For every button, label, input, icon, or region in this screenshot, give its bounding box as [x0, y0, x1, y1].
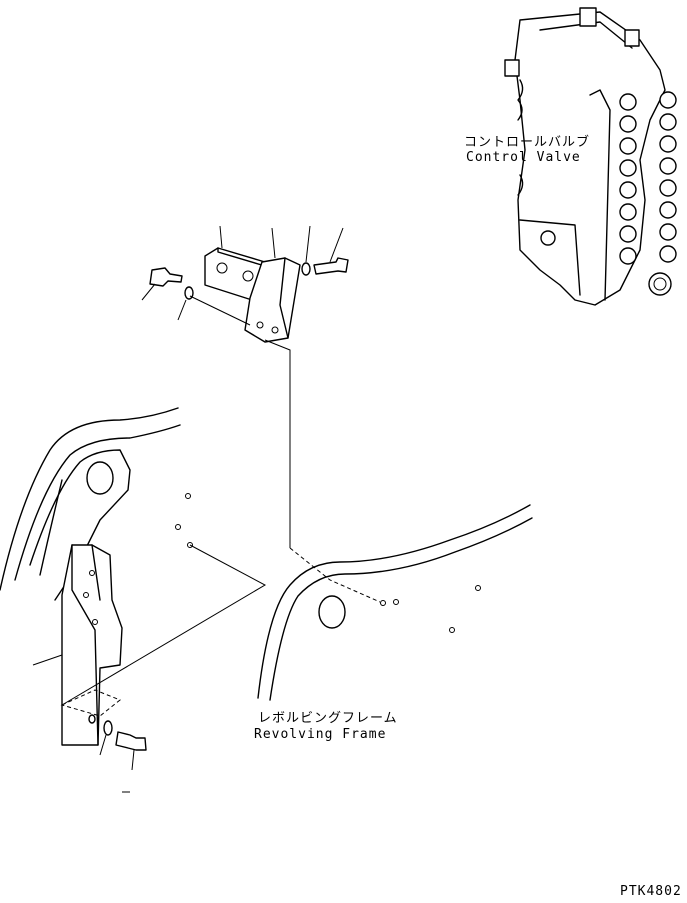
- drawing-code: PTK4802: [620, 884, 682, 899]
- left-frame-piece: [0, 407, 193, 601]
- control-valve-label-jp: コントロールバルブ: [464, 135, 591, 150]
- control-valve-label-en: Control Valve: [466, 150, 581, 165]
- revolving-frame: [257, 504, 533, 701]
- upper-bracket-assembly: [141, 225, 349, 548]
- revolving-frame-label-jp: レボルビングフレーム: [258, 711, 398, 726]
- control-valve: [504, 7, 677, 306]
- lower-bracket: [32, 544, 267, 793]
- revolving-frame-label-en: Revolving Frame: [254, 727, 387, 742]
